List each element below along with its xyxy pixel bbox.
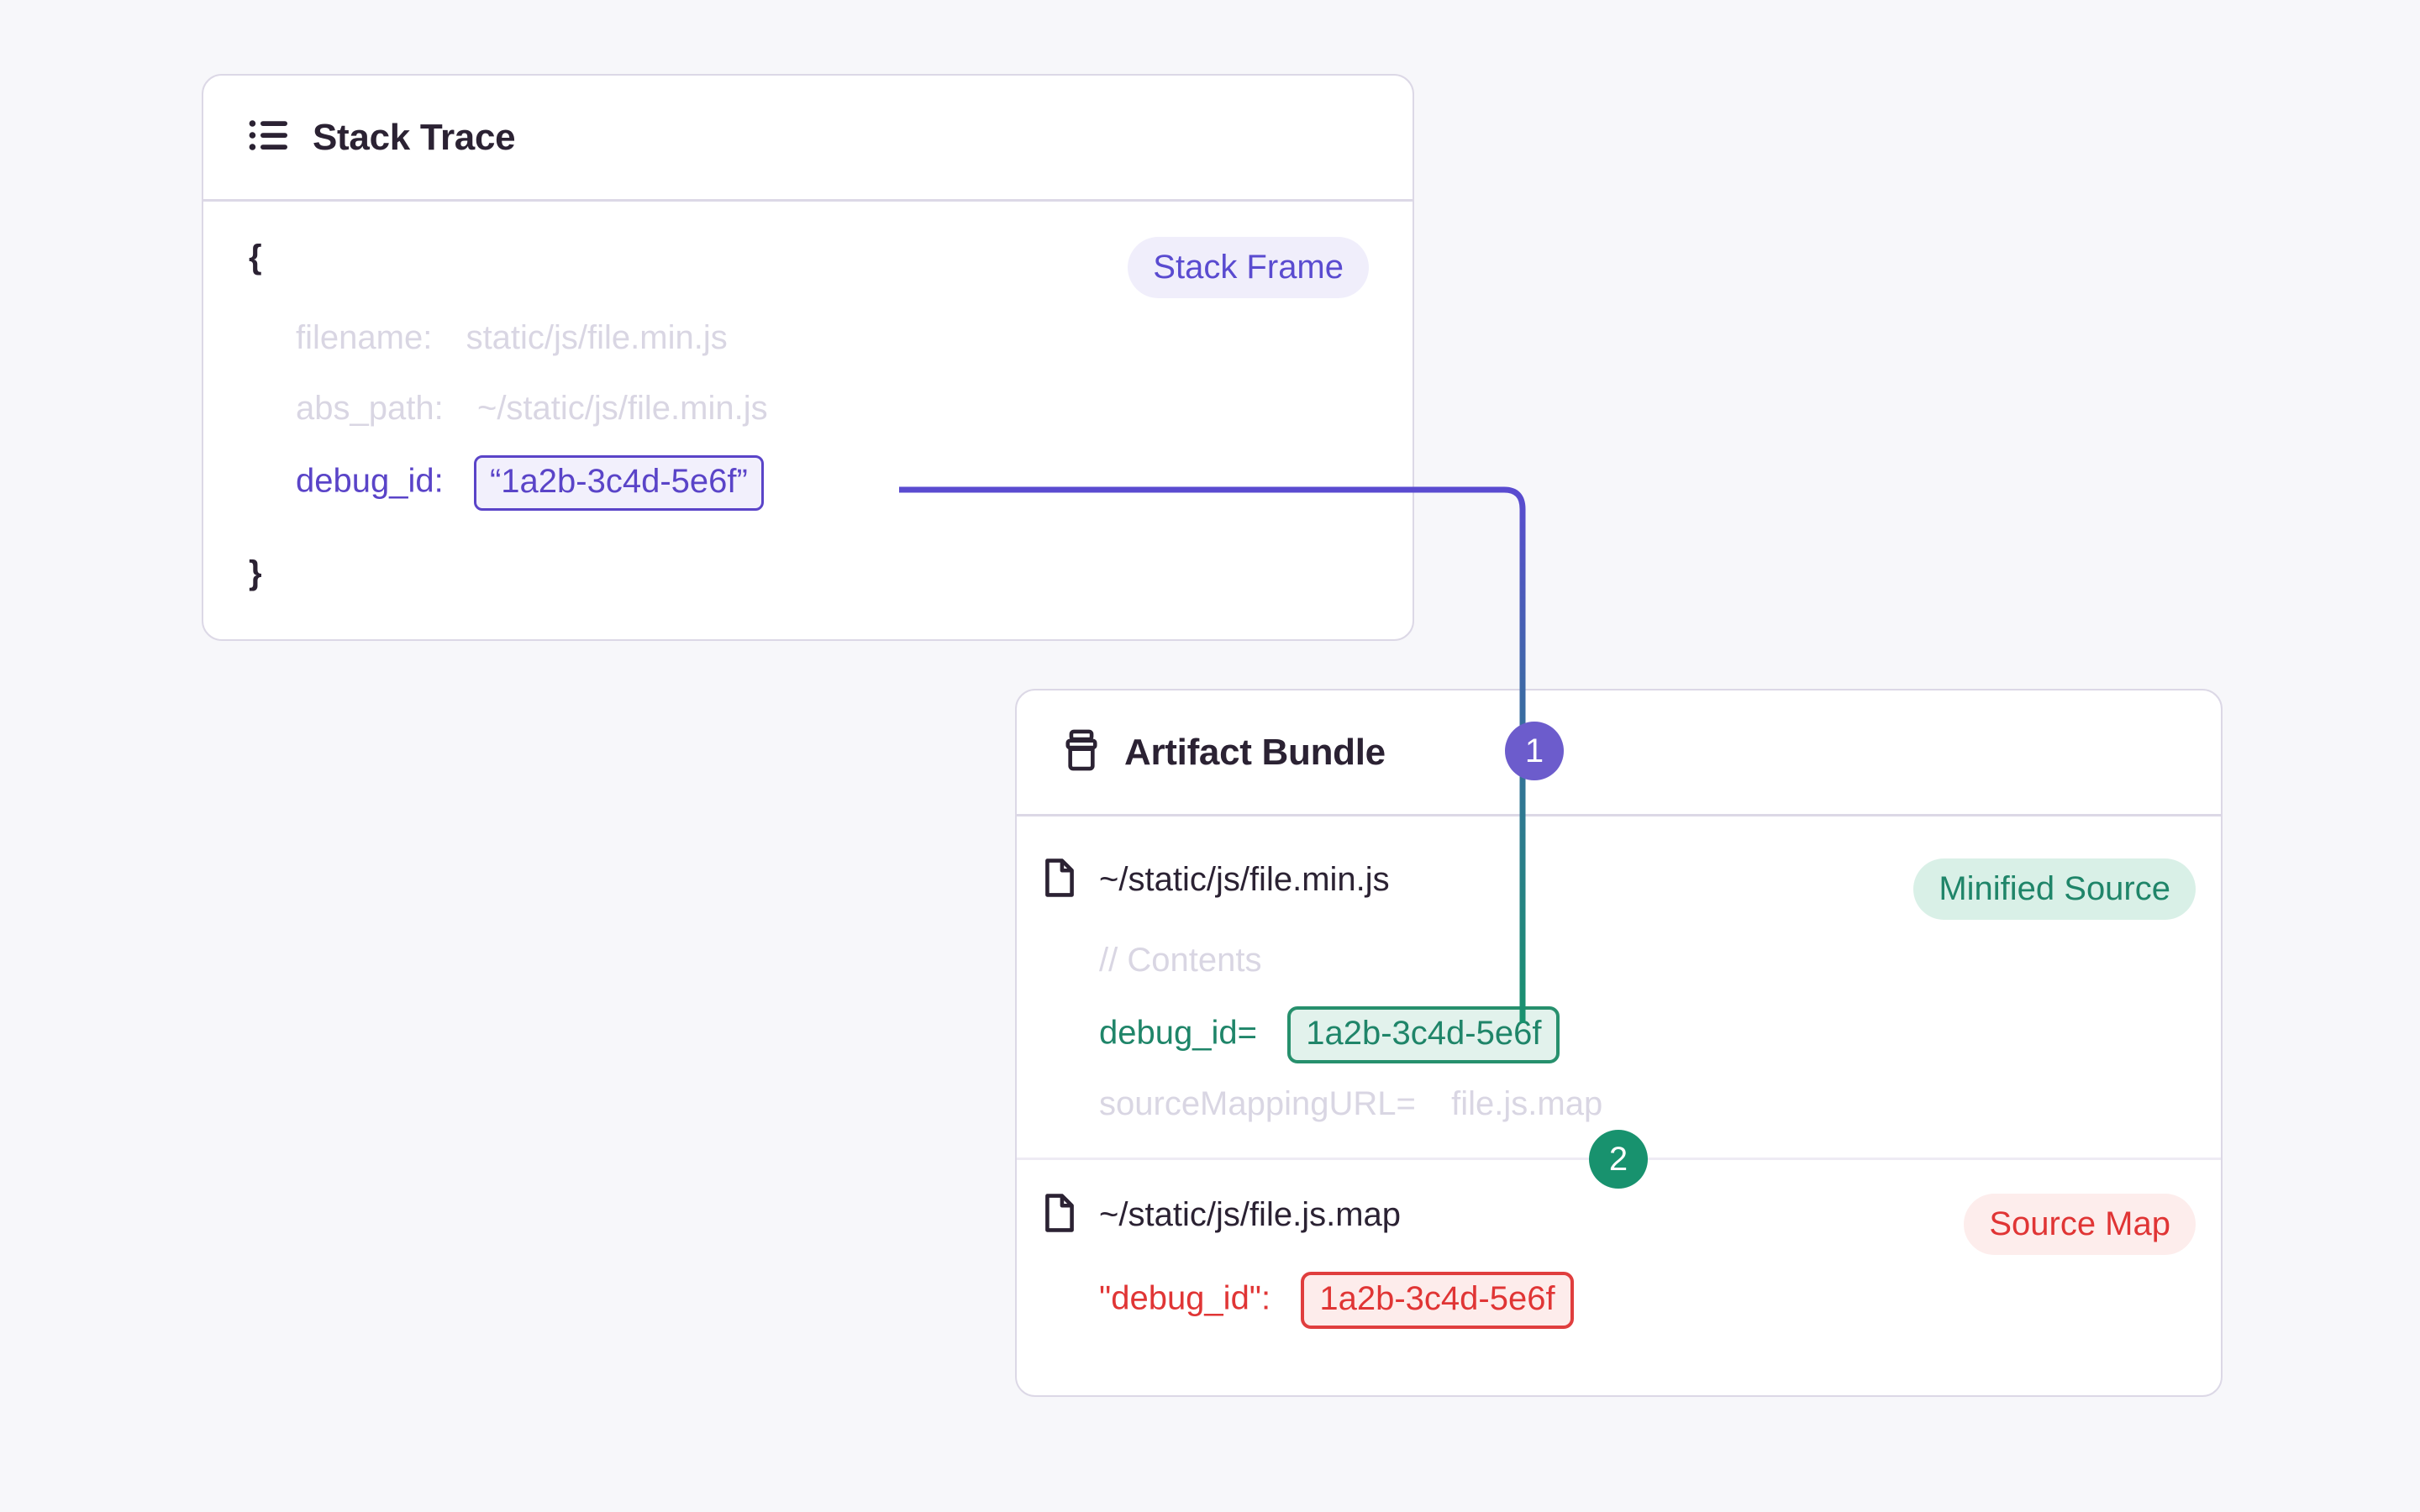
field-filename-value: static/js/file.min.js (466, 319, 728, 356)
close-brace: } (249, 554, 262, 591)
source-mapping-url-key: sourceMappingURL= (1099, 1085, 1416, 1122)
source-map-debug-id-key: "debug_id": (1099, 1279, 1271, 1317)
file-row-source-map[interactable]: ~/static/js/file.js.map (1042, 1192, 1401, 1238)
minified-source-pill: Minified Source (1913, 858, 2196, 920)
step-badge-2: 2 (1589, 1130, 1648, 1189)
file-icon (1042, 1192, 1077, 1238)
field-abs-path: abs_path: ~/static/js/file.min.js (296, 390, 768, 428)
field-abs-path-value: ~/static/js/file.min.js (476, 390, 768, 427)
source-mapping-url-line: sourceMappingURL= file.js.map (1099, 1085, 1602, 1123)
artifact-bundle-header: Artifact Bundle (1017, 690, 2221, 816)
artifact-bundle-title: Artifact Bundle (1124, 731, 1386, 773)
minified-source-debug-id-line: debug_id= 1a2b-3c4d-5e6f (1099, 1006, 1560, 1063)
source-mapping-url-value: file.js.map (1451, 1085, 1603, 1122)
artifact-bundle-card: Artifact Bundle ~/static/js/file.min.js … (1015, 689, 2223, 1397)
step-badge-1: 1 (1505, 722, 1564, 780)
source-map-debug-id-chip[interactable]: 1a2b-3c4d-5e6f (1301, 1272, 1574, 1329)
source-map-debug-id-line: "debug_id": 1a2b-3c4d-5e6f (1099, 1272, 1574, 1329)
file-icon (1042, 857, 1077, 903)
archive-icon (1062, 729, 1101, 775)
list-icon (249, 117, 289, 158)
source-map-pill: Source Map (1964, 1194, 2196, 1255)
stack-trace-card: Stack Trace Stack Frame { filename: stat… (202, 74, 1414, 641)
stack-trace-header: Stack Trace (203, 76, 1413, 202)
file-name-minified-source: ~/static/js/file.min.js (1099, 861, 1390, 898)
open-brace: { (249, 239, 262, 276)
field-debug-id-key: debug_id: (296, 462, 444, 500)
minified-source-comment: // Contents (1099, 942, 1262, 979)
field-debug-id: debug_id: “1a2b-3c4d-5e6f” (296, 455, 764, 511)
field-filename: filename: static/js/file.min.js (296, 319, 728, 357)
minified-source-debug-id-key: debug_id= (1099, 1014, 1257, 1052)
stack-trace-title: Stack Trace (313, 116, 516, 158)
stack-frame-pill: Stack Frame (1128, 237, 1369, 298)
file-name-source-map: ~/static/js/file.js.map (1099, 1196, 1402, 1233)
field-filename-key: filename: (296, 319, 433, 356)
stackframe-debug-id-chip[interactable]: “1a2b-3c4d-5e6f” (473, 455, 764, 511)
minified-source-debug-id-chip[interactable]: 1a2b-3c4d-5e6f (1287, 1006, 1560, 1063)
file-row-minified-source[interactable]: ~/static/js/file.min.js (1042, 857, 1390, 903)
field-abs-path-key: abs_path: (296, 390, 444, 427)
